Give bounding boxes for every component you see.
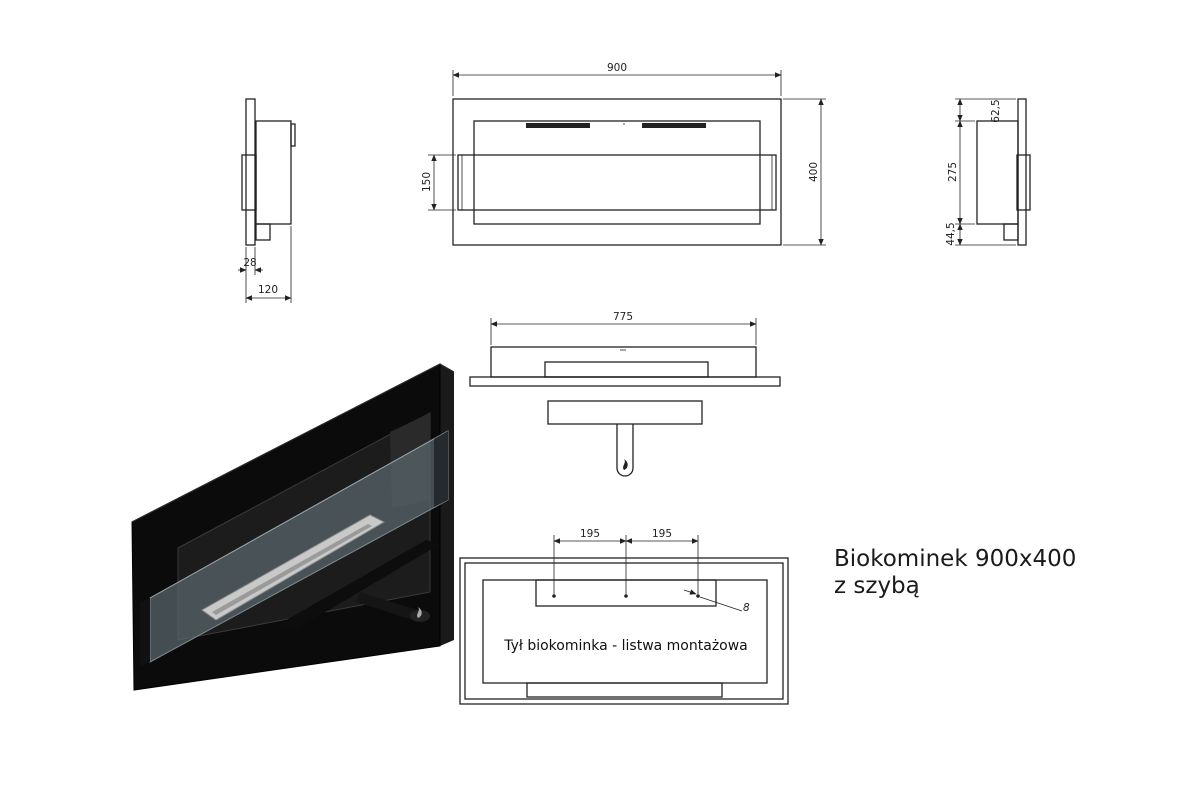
dim-side-depth: 120 (258, 284, 278, 296)
dim-hole-diameter: 8 (743, 602, 750, 614)
back-bottom-strip (526, 682, 723, 698)
right-body (976, 120, 1019, 225)
dim-spacing-left: 195 (580, 528, 600, 540)
front-frame-inner (473, 120, 761, 225)
dim-front-width: 900 (607, 62, 627, 74)
left-bottom-bracket (255, 223, 271, 241)
front-frame-outer (452, 98, 782, 246)
dim-right-bottom: 44,5 (945, 222, 957, 245)
right-glass-edge (1016, 154, 1031, 211)
left-top-lip (290, 123, 296, 147)
dim-front-height: 400 (808, 162, 820, 182)
title-line-2: z szybą (834, 573, 920, 599)
back-view: 195 195 8 Tył biokominka - listwa montaż… (459, 528, 789, 705)
front-view: 900 400 150 (421, 62, 826, 246)
extinguisher-plate (547, 400, 703, 425)
iso-flame-icon (417, 607, 422, 618)
mounting-hole-left (552, 594, 556, 598)
dim-top-width: 775 (613, 311, 633, 323)
left-glass-edge (241, 154, 257, 211)
dim-right-body: 275 (947, 162, 959, 182)
left-side-view: 28 120 (238, 98, 296, 303)
extinguisher-handle (616, 424, 634, 477)
isometric-view (131, 363, 455, 691)
title-block: Biokominek 900x400 z szybą (834, 546, 1076, 600)
top-wall-plate (469, 376, 781, 387)
front-burner-left (526, 123, 590, 128)
left-body (255, 120, 292, 225)
right-bottom-bracket (1003, 223, 1019, 241)
front-glass (457, 154, 777, 211)
dim-glass-height: 150 (421, 172, 433, 192)
dim-right-top: 62,5 (990, 99, 1002, 122)
top-burner (544, 361, 709, 378)
dim-spacing-right: 195 (652, 528, 672, 540)
back-frame-inner (464, 562, 784, 700)
back-view-label: Tył biokominka - listwa montażowa (503, 638, 748, 654)
front-burner-right (642, 123, 706, 128)
top-view: 775 (469, 311, 781, 477)
mounting-hole-center (624, 594, 628, 598)
mounting-hole-right (696, 594, 700, 598)
title-line-1: Biokominek 900x400 (834, 546, 1077, 572)
dim-side-wall-offset: 28 (243, 257, 256, 269)
back-frame-outer (459, 557, 789, 705)
right-wall-plate (1017, 98, 1027, 246)
left-wall-plate (245, 98, 256, 246)
iso-lever-plate (276, 540, 440, 632)
flame-icon (623, 459, 628, 470)
right-side-view: 62,5 275 44,5 (945, 98, 1031, 246)
